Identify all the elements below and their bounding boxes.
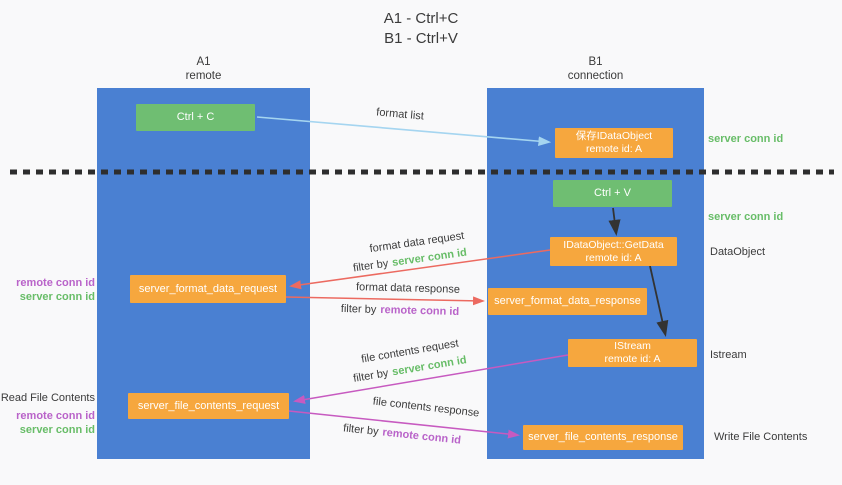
arrow-format-data-response <box>285 296 485 306</box>
label-write-file-contents: Write File Contents <box>714 431 808 443</box>
node-server-file-contents-request: server_file_contents_request <box>128 393 289 419</box>
filter-key-remote-conn-id: remote conn id <box>381 426 462 447</box>
node-getdata-line2: remote id: A <box>585 251 642 264</box>
filter-prefix: filter by <box>352 367 390 385</box>
label-remote-conn-id-left-bottom: remote conn id <box>16 410 95 422</box>
node-server-format-data-response: server_format_data_response <box>488 288 647 315</box>
label-format-list: format list <box>375 106 425 123</box>
node-file-request-label: server_file_contents_request <box>137 399 280 412</box>
node-save-dataobject: 保存IDataObject remote id: A <box>555 128 673 158</box>
label-file-contents-response: file contents response <box>372 395 480 420</box>
node-format-response-label: server_format_data_response <box>494 295 641 307</box>
lane-header-a1: A1 remote <box>97 55 310 83</box>
label-read-file-contents: Read File Contents <box>0 392 95 404</box>
lane-b1-role: connection <box>567 70 624 82</box>
node-istream: IStream remote id: A <box>568 339 697 367</box>
label-format-data-response: format data response <box>355 281 461 296</box>
label-server-conn-id-right-mid: server conn id <box>708 211 784 223</box>
label-server-conn-id-right-top: server conn id <box>708 133 784 145</box>
filter-prefix: filter by <box>352 257 390 275</box>
title-line-2: B1 - Ctrl+V <box>384 30 458 47</box>
node-server-file-contents-response: server_file_contents_response <box>523 425 683 450</box>
node-server-format-data-request: server_format_data_request <box>130 275 286 303</box>
filter-prefix: filter by <box>340 302 377 316</box>
diagram-title: A1 - Ctrl+C B1 - Ctrl+V <box>0 9 842 49</box>
node-ctrl-v: Ctrl + V <box>553 180 672 207</box>
lane-b1-name: B1 <box>588 56 603 68</box>
node-ctrl-c: Ctrl + C <box>136 104 255 131</box>
label-server-conn-id-left-top: server conn id <box>19 291 95 303</box>
filter-prefix: filter by <box>342 422 380 438</box>
node-save-dataobject-line2: remote id: A <box>585 143 643 155</box>
node-format-request-label: server_format_data_request <box>138 282 278 295</box>
label-server-conn-id-left-bottom: server conn id <box>19 424 95 436</box>
lane-a1-name: A1 <box>196 56 211 68</box>
label-read-file-contents-wrap: Read File Contents <box>0 391 95 405</box>
filter-key-remote-conn-id: remote conn id <box>380 303 460 319</box>
lane-a1-role: remote <box>185 70 222 82</box>
node-istream-line2: remote id: A <box>604 353 661 365</box>
label-dataobject: DataObject <box>710 246 766 258</box>
node-istream-line1: IStream <box>614 340 651 352</box>
label-remote-conn-id-left-top: remote conn id <box>16 277 95 289</box>
node-getdata: IDataObject::GetData remote id: A <box>550 237 677 266</box>
lane-header-b1: B1 connection <box>487 55 704 83</box>
node-getdata-line1: IDataObject::GetData <box>563 238 664 251</box>
node-ctrl-c-label: Ctrl + C <box>176 111 215 123</box>
label-left-conn-ids-top: remote conn id server conn id <box>0 276 95 304</box>
node-ctrl-v-label: Ctrl + V <box>594 187 631 199</box>
title-line-1: A1 - Ctrl+C <box>383 10 459 27</box>
node-file-response-label: server_file_contents_response <box>528 431 678 443</box>
label-istream: Istream <box>710 349 747 361</box>
node-save-dataobject-line1: 保存IDataObject <box>575 130 653 142</box>
label-left-conn-ids-bottom: remote conn id server conn id <box>0 409 95 437</box>
